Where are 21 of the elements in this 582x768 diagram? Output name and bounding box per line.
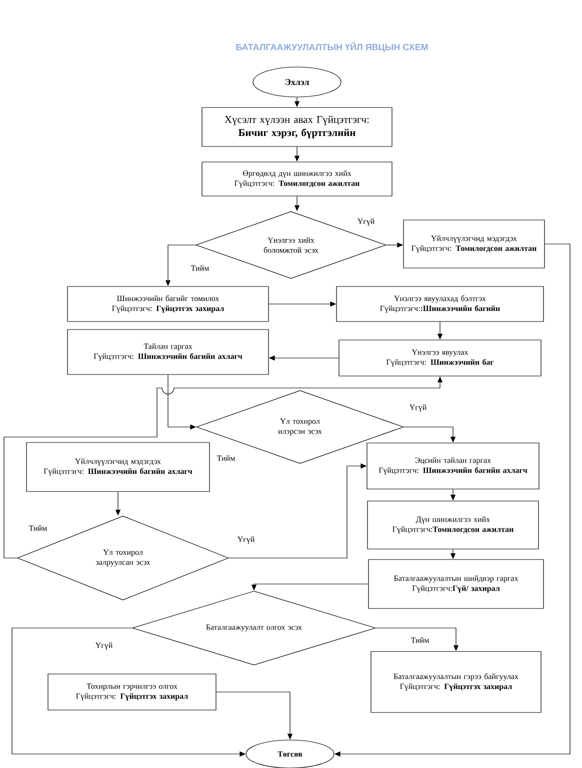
process-box: Баталгаажуулалтын гэрээ байгуулах Гүйцэтгэгч: Гүйцэтгэх захирал — [370, 651, 542, 713]
process-box: Баталгаажуулалтын шийдвэр гаргах Гүйцэтгэгч:Гүй/ захирал — [368, 559, 544, 609]
process-box: Үнэлгээ явуулахад бэлтгэх Гүйцэтгэгч::Шинжээчийн багийн — [336, 286, 544, 322]
branch-label: Тийм — [216, 455, 235, 461]
edge-label: Үгүй — [408, 403, 428, 413]
process-box: Өргөдөлд дүн шинжилгээ хийх Гүйцэтгэгч: Томилогдсон ажилтан — [202, 162, 392, 196]
edge-label: Үгүй — [236, 535, 256, 545]
process-box: Шинжээчийн багийг томилох Гүйцэтгэгч: Гүйцэтгэх захирал — [67, 286, 269, 322]
process-box: Тохирлын гэрчилгээ олгох Гүйцэтгэгч: Гүйцэтгэх захирал — [48, 674, 216, 710]
edge-label: Тийм — [410, 636, 430, 644]
process-box: Дүн шинжилгээ хийх Гүйцэтгэгч:Томилогдсон ажилтан — [367, 500, 539, 550]
process-box: Үйлчлүүлэгчид мэдэгдэх Гүйцэтгэгч: Шинжээчийн багийн ахлагч — [26, 442, 210, 492]
process-box: Эцсийн тайлан гаргах Гүйцэтгэгч: Шинжээчийн багийн ахлагч — [366, 442, 540, 490]
edge-label: Тийм — [28, 524, 48, 532]
edge-label: Үгүй — [356, 217, 376, 227]
process-box: Хүсэлт хүлээн авах Гүйцэтгэгч: Бичиг хэрэг, бүртгэлийн — [202, 107, 392, 147]
process-box: Үнэлгээ явуулах Гүйцэтгэгч: Шинжээчийн баг — [338, 340, 542, 376]
process-box: Үйлчлүүлэгчид мэдэгдэх Гүйцэтгэгч: Томилогдсон ажилтан — [403, 220, 545, 268]
process-box: Тайлан гаргах Гүйцэтгэгч: Шинжээчийн багийн ахлагч — [67, 329, 269, 375]
title: БАТАЛГААЖУУЛАЛТЫН ҮЙЛ ЯВЦЫН СХЕМ — [236, 42, 428, 52]
edge-label: Үгүй — [94, 641, 114, 651]
